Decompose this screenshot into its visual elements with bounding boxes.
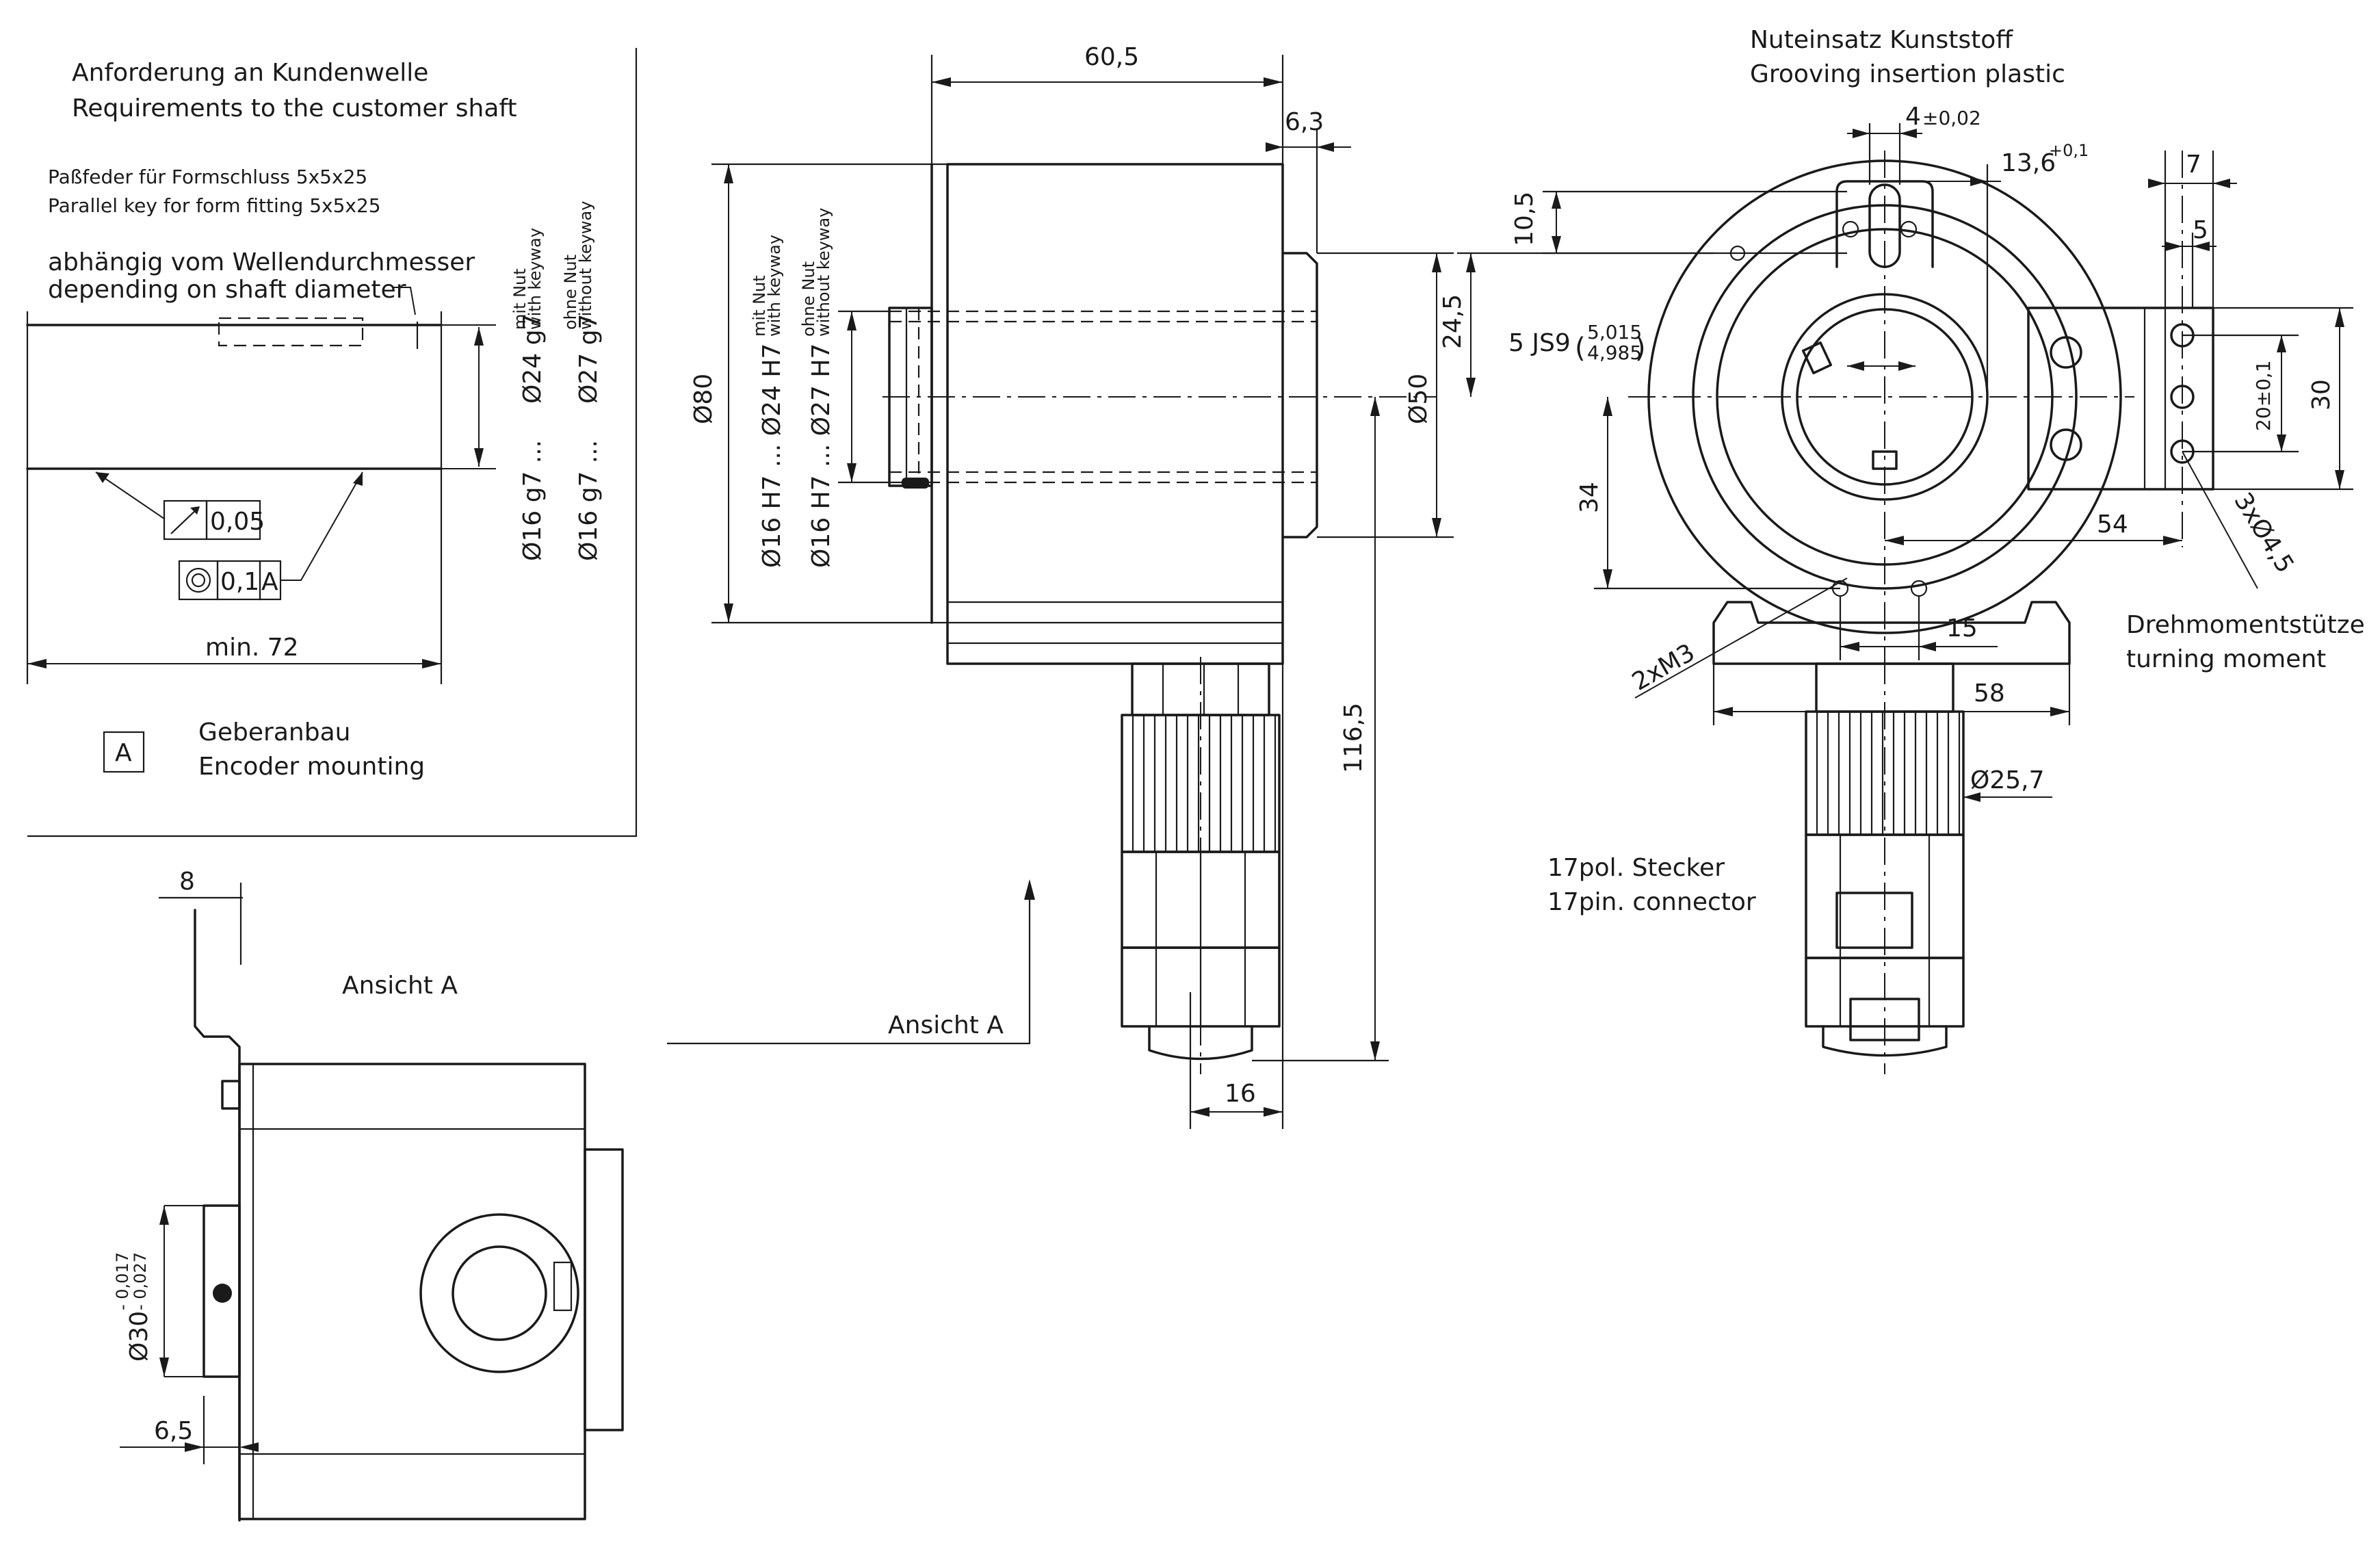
shaft-req-title-de: Anforderung an Kundenwelle bbox=[72, 59, 428, 87]
view-a-cap bbox=[584, 1148, 624, 1431]
front-holes: 3xØ4,5 bbox=[2228, 488, 2299, 578]
view-a-title: Ansicht A bbox=[342, 972, 458, 1000]
side-hub bbox=[1281, 252, 1318, 538]
side-conn-cable bbox=[1148, 1025, 1253, 1061]
torque-arm-screw-top bbox=[2050, 336, 2082, 369]
shaft-g7-16b: Ø16 g7 ... bbox=[575, 440, 603, 561]
front-d34: 34 bbox=[1575, 482, 1604, 513]
side-with-keyway: with keyway bbox=[765, 235, 784, 337]
side-h7-27: Ø16 H7 ... Ø27 H7 bbox=[807, 343, 835, 568]
diam-note-de: abhängig vom Wellendurchmesser bbox=[48, 248, 475, 276]
view-a-flange bbox=[202, 1204, 241, 1378]
connector-en: 17pin. connector bbox=[1547, 888, 1756, 916]
torque-bracket bbox=[194, 909, 241, 1522]
front-d257: Ø25,7 bbox=[1970, 766, 2045, 794]
side-without-keyway: without keyway bbox=[814, 208, 833, 337]
view-a-indicator: Ansicht A bbox=[667, 879, 1035, 1045]
concentricity-symbol-box bbox=[178, 560, 219, 601]
view-a-screw bbox=[213, 1284, 232, 1303]
front-set-screw bbox=[1801, 341, 1833, 374]
svg-text:(: ( bbox=[1575, 333, 1586, 364]
svg-text:): ) bbox=[1635, 333, 1646, 364]
min-length-label: min. 72 bbox=[205, 634, 299, 662]
view-a-d65: 6,5 bbox=[154, 1417, 193, 1445]
side-housing bbox=[946, 163, 1284, 665]
front-d20: 20±0,1 bbox=[2252, 360, 2275, 431]
shaft-g7-27: Ø27 g7 bbox=[575, 314, 603, 404]
front-js9-lo: 4,985 bbox=[1587, 341, 1642, 364]
mounting-letter: A bbox=[115, 739, 132, 767]
side-h1165: 116,5 bbox=[1339, 703, 1368, 773]
mounting-de: Geberanbau bbox=[198, 718, 350, 746]
groove-note-en: Grooving insertion plastic bbox=[1750, 60, 2065, 88]
view-a-connector-inner bbox=[452, 1245, 547, 1341]
torque-en: turning moment bbox=[2126, 645, 2326, 673]
torque-arm-screw-bottom bbox=[2050, 428, 2082, 461]
front-d7: 7 bbox=[2186, 151, 2201, 179]
front-top-slot bbox=[1868, 183, 1901, 268]
front-slot-tol: ±0,02 bbox=[1922, 107, 1981, 129]
side-with-nut: mit Nut bbox=[750, 275, 769, 337]
side-h7-24: Ø16 H7 ... Ø24 H7 bbox=[758, 343, 786, 568]
front-js9: 5 JS9 bbox=[1508, 329, 1571, 357]
view-a-d30: Ø30 bbox=[125, 1311, 153, 1362]
front-d136-tol: +0,1 bbox=[2049, 141, 2089, 160]
shaft-without-nut: ohne Nut bbox=[561, 255, 580, 330]
panel-border bbox=[27, 48, 638, 838]
torque-arm bbox=[2027, 307, 2214, 491]
front-bottom-mount bbox=[1712, 601, 2071, 665]
side-d80: Ø80 bbox=[690, 374, 718, 424]
torque-de: Drehmomentstütze bbox=[2126, 611, 2365, 639]
shaft-g7-24: Ø24 g7 bbox=[519, 314, 547, 404]
front-d5: 5 bbox=[2193, 216, 2208, 244]
view-a-arrow-label: Ansicht A bbox=[888, 1011, 1004, 1039]
front-d30: 30 bbox=[2307, 379, 2336, 411]
shaft-g7-16a: Ø16 g7 ... bbox=[519, 440, 547, 561]
side-view: 60,5 6,3 Ø80 Ø16 H7 ... Ø24 H7 Ø16 H7 ..… bbox=[690, 43, 1454, 1129]
key-note-en: Parallel key for form fitting 5x5x25 bbox=[48, 194, 381, 217]
front-view: Nuteinsatz Kunststoff Grooving insertion… bbox=[1439, 26, 2365, 1074]
front-d54: 54 bbox=[2097, 510, 2128, 538]
view-a-d8: 8 bbox=[179, 868, 195, 896]
front-d105: 10,5 bbox=[1511, 192, 1539, 246]
side-without-nut: ohne Nut bbox=[799, 261, 818, 337]
shaft-with-nut: mit Nut bbox=[510, 268, 529, 330]
connector-de: 17pol. Stecker bbox=[1547, 854, 1725, 882]
keyway-outline bbox=[218, 317, 364, 347]
shaft-requirements-panel: Anforderung an Kundenwelle Requirements … bbox=[26, 48, 638, 838]
shaft-with-keyway: with keyway bbox=[525, 228, 545, 330]
front-key-slot bbox=[1872, 450, 1898, 470]
front-js9-up: 5,015 bbox=[1587, 321, 1642, 343]
view-a: Ansicht A 8 Ø30 - 0,017 - 0,027 bbox=[113, 868, 624, 1522]
front-d15: 15 bbox=[1946, 614, 1978, 642]
shaft-req-title-en: Requirements to the customer shaft bbox=[72, 94, 517, 122]
groove-note-de: Nuteinsatz Kunststoff bbox=[1750, 26, 2013, 54]
diam-note-en: depending on shaft diameter bbox=[48, 276, 406, 304]
mounting-letter-box bbox=[103, 731, 145, 773]
front-d136: 13,6 bbox=[2001, 149, 2056, 177]
concentricity-value: 0,1 bbox=[220, 568, 259, 596]
side-length: 60,5 bbox=[1084, 43, 1139, 71]
runout-value-box bbox=[205, 499, 261, 541]
view-a-tol-upper: - 0,017 bbox=[113, 1252, 132, 1310]
side-w16: 16 bbox=[1225, 1080, 1256, 1108]
view-a-housing bbox=[238, 1063, 586, 1520]
runout-value: 0,05 bbox=[210, 508, 265, 536]
concentricity-leader bbox=[280, 471, 363, 581]
front-m3: 2xM3 bbox=[1627, 638, 1700, 697]
datum-letter: A bbox=[261, 568, 278, 596]
runout-leader bbox=[95, 471, 165, 520]
mounting-en: Encoder mounting bbox=[198, 753, 425, 781]
side-flange: 6,3 bbox=[1285, 108, 1324, 136]
diam-leader bbox=[393, 287, 416, 315]
view-a-connector-outer bbox=[419, 1213, 579, 1373]
view-a-tol-lower: - 0,027 bbox=[131, 1252, 150, 1310]
front-d58: 58 bbox=[1974, 679, 2005, 707]
side-d50: Ø50 bbox=[1404, 374, 1433, 424]
key-note-de: Paßfeder für Formschluss 5x5x25 bbox=[48, 166, 367, 188]
front-d245: 24,5 bbox=[1439, 294, 1467, 349]
front-slot: 4 bbox=[1905, 103, 1921, 131]
shaft-without-keyway: without keyway bbox=[576, 201, 595, 330]
